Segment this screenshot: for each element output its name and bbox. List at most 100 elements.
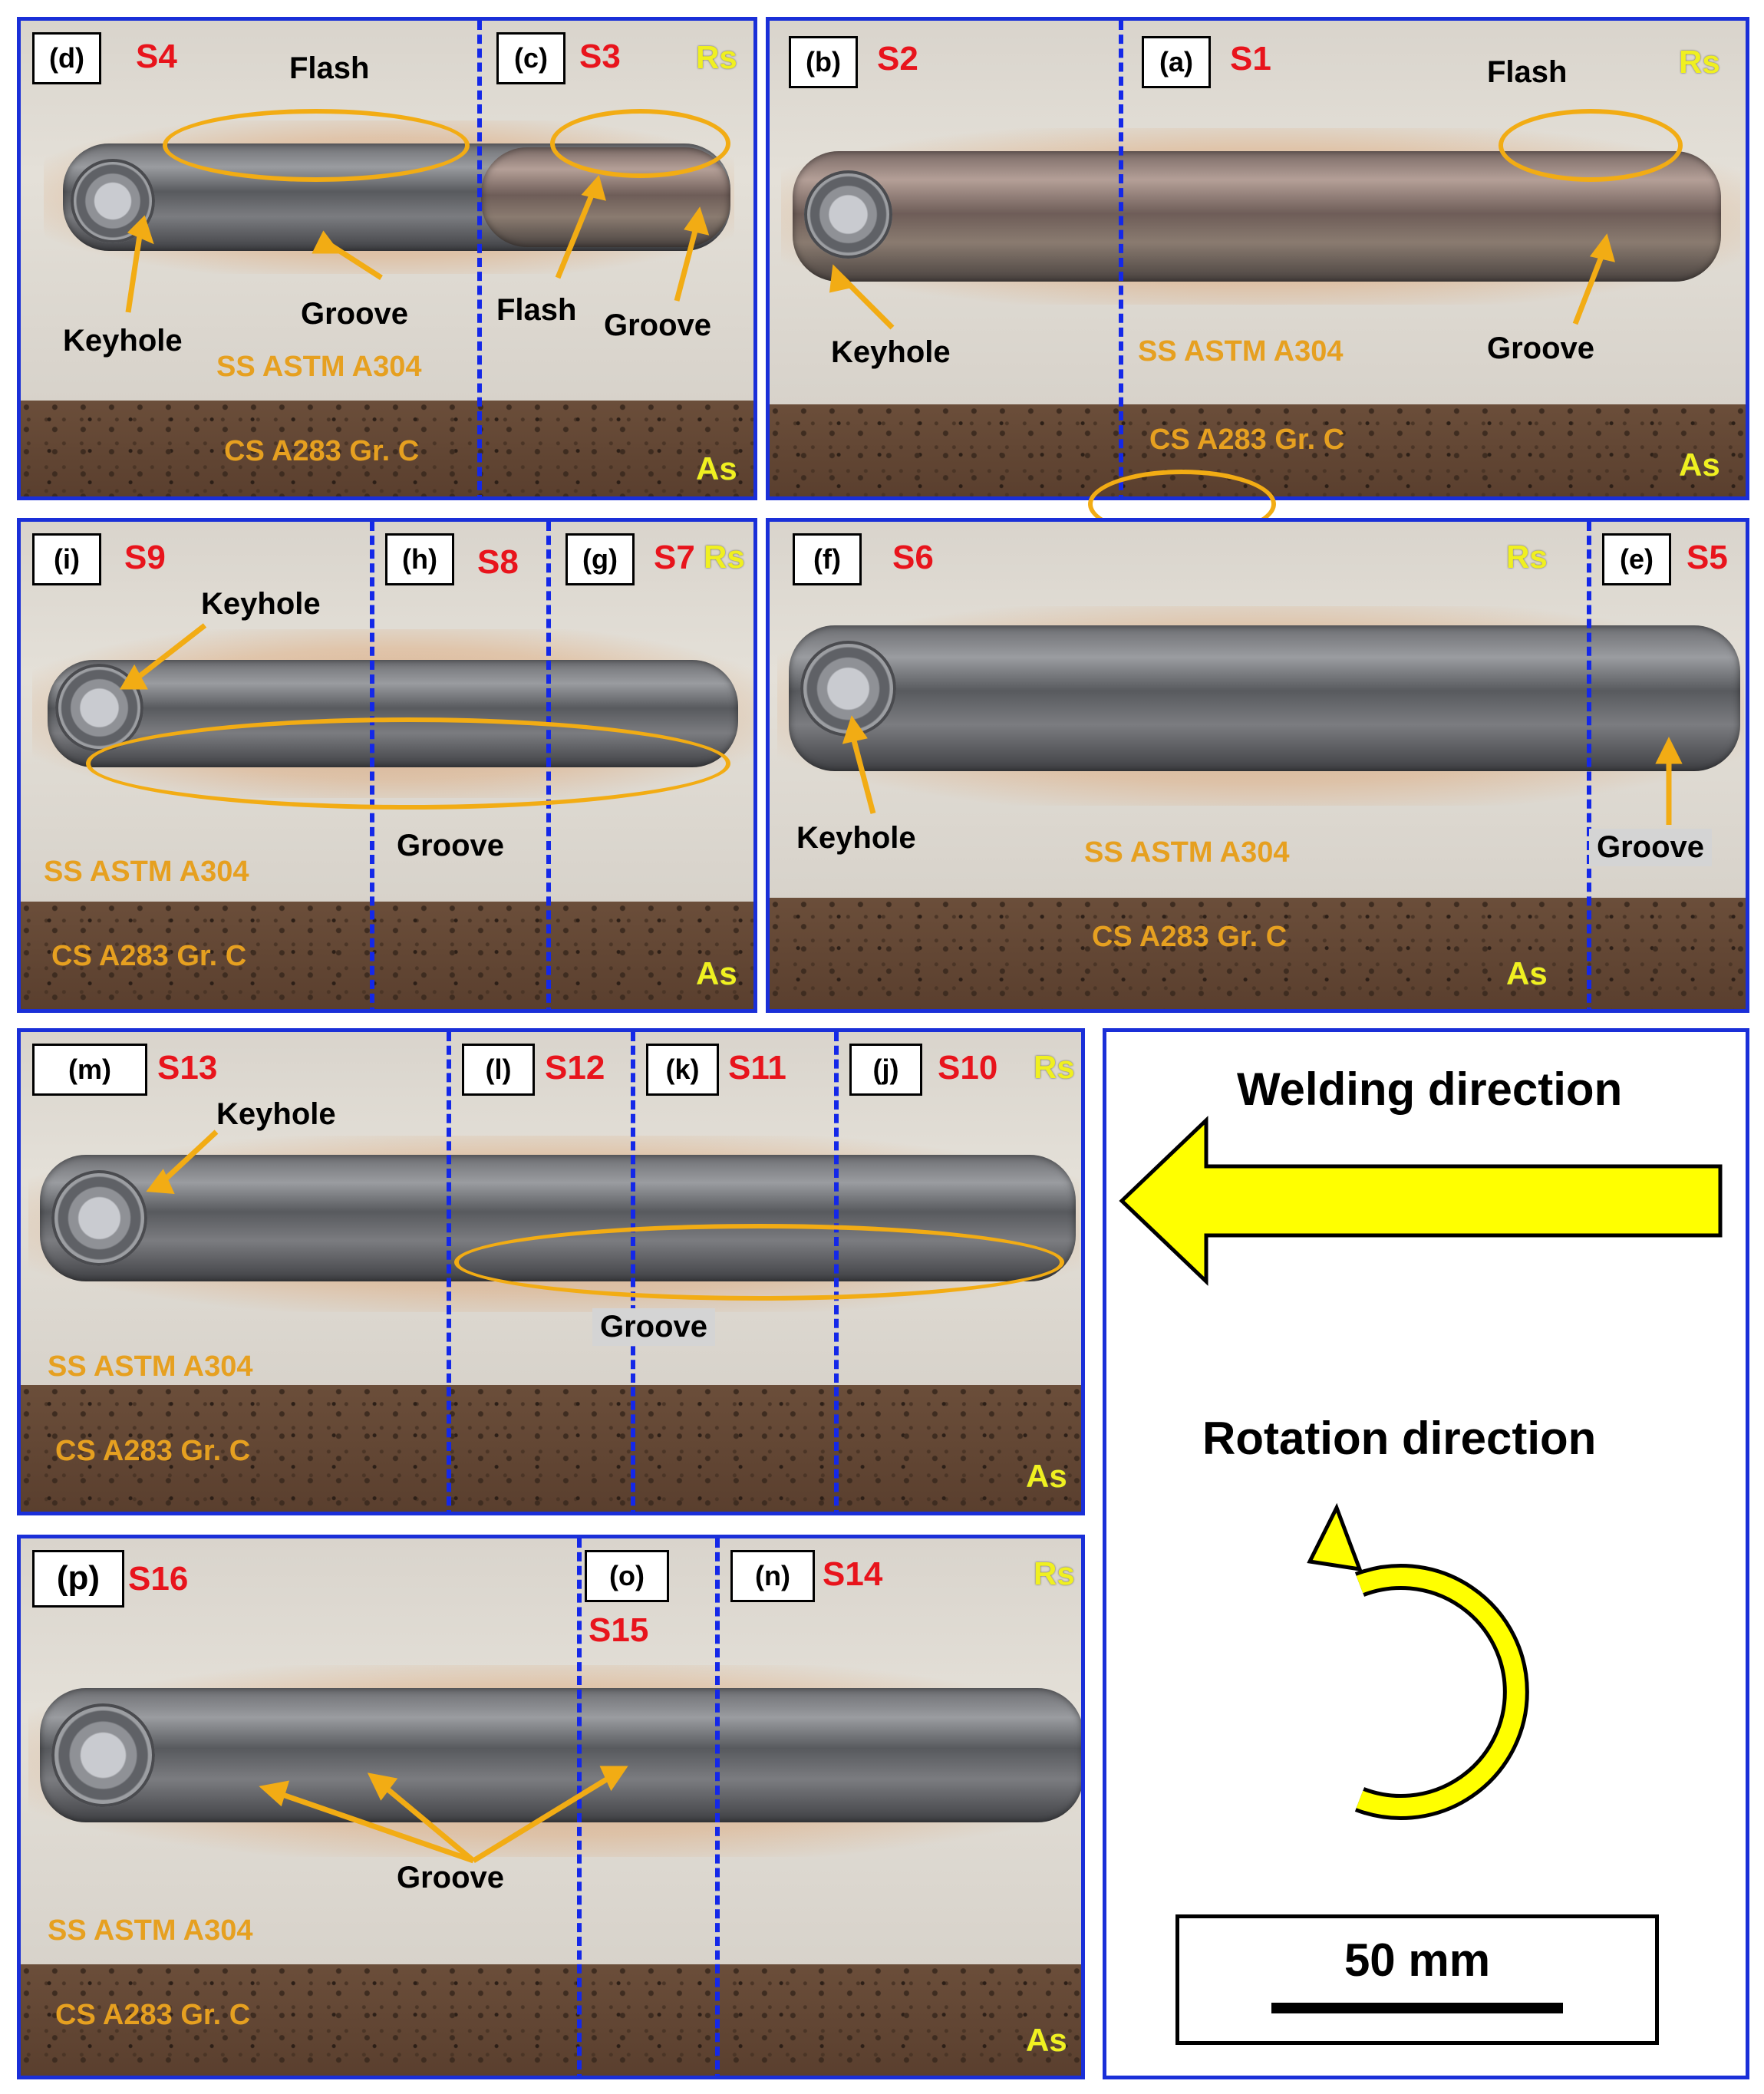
flash-highlight <box>550 109 730 178</box>
specimen-s4: S4 <box>136 38 177 75</box>
panel-s4-s3: (d) S4 (c) S3 Rs As Flash Keyhole Groove… <box>17 17 757 500</box>
specimen-s9: S9 <box>124 539 166 576</box>
weld-bead <box>40 1688 1081 1822</box>
segment-divider <box>1587 522 1591 1009</box>
panel-label-h: (h) <box>385 533 454 585</box>
advancing-side-label: As <box>1026 2022 1067 2058</box>
specimen-s14: S14 <box>823 1555 883 1593</box>
stainless-material-label: SS ASTM A304 <box>1138 335 1344 368</box>
retreating-side-label: Rs <box>1679 44 1720 80</box>
panel-s13-s10: (m) S13 (l) S12 (k) S11 (j) S10 Rs As Ke… <box>17 1028 1085 1515</box>
groove-annotation: Groove <box>397 829 505 862</box>
welding-direction-label: Welding direction <box>1237 1063 1623 1115</box>
panel-s2-s1: (b) S2 (a) S1 Rs As Flash Keyhole Groove… <box>766 17 1749 500</box>
scale-bar-label: 50 mm <box>1344 1934 1491 1986</box>
specimen-s15: S15 <box>589 1611 649 1649</box>
scale-bar-line <box>1271 2003 1563 2013</box>
advancing-side-label: As <box>1506 955 1548 991</box>
carbon-material-label: CS A283 Gr. C <box>55 1999 251 2031</box>
panel-label-e: (e) <box>1602 533 1671 585</box>
specimen-s11: S11 <box>728 1049 786 1087</box>
annotation-arrows <box>829 233 1615 330</box>
advancing-side-label: As <box>1026 1458 1067 1494</box>
keyhole-icon <box>51 1170 147 1266</box>
carbon-steel-plate <box>21 902 753 1009</box>
panel-label-n: (n) <box>730 1550 815 1602</box>
carbon-steel-plate <box>21 401 753 496</box>
specimen-s8: S8 <box>477 543 519 581</box>
panel-label-o: (o) <box>585 1550 669 1602</box>
retreating-side-label: Rs <box>1506 539 1548 575</box>
specimen-s16: S16 <box>128 1560 189 1598</box>
keyhole-icon <box>804 170 892 259</box>
groove-annotation: Groove <box>1487 331 1595 365</box>
carbon-steel-plate <box>770 898 1746 1009</box>
carbon-material-label: CS A283 Gr. C <box>51 940 247 972</box>
specimen-s6: S6 <box>892 539 934 576</box>
specimen-s2: S2 <box>877 40 918 77</box>
specimen-s12: S12 <box>545 1049 605 1087</box>
flash-highlight <box>163 109 470 182</box>
retreating-side-label: Rs <box>1034 1049 1075 1085</box>
groove-annotation: Groove <box>1589 829 1713 866</box>
weld-bead <box>789 625 1740 771</box>
carbon-material-label: CS A283 Gr. C <box>1092 921 1288 953</box>
carbon-material-label: CS A283 Gr. C <box>55 1435 251 1467</box>
panel-label-l: (l) <box>462 1044 535 1096</box>
groove-annotation: Groove <box>397 1861 505 1894</box>
panel-label-m: (m) <box>32 1044 147 1096</box>
flash-annotation: Flash <box>1487 55 1568 89</box>
groove-annotation: Groove <box>301 297 409 331</box>
flash-highlight <box>1499 109 1683 182</box>
flash-annotation: Flash <box>496 293 577 327</box>
panel-s6-s5: (f) S6 (e) S5 Rs As Keyhole Groove SS AS… <box>766 518 1749 1013</box>
stainless-material-label: SS ASTM A304 <box>44 856 249 888</box>
advancing-side-label: As <box>1679 447 1720 483</box>
stainless-material-label: SS ASTM A304 <box>216 351 422 383</box>
keyhole-annotation: Keyhole <box>216 1097 336 1131</box>
carbon-material-label: CS A283 Gr. C <box>1149 424 1345 456</box>
groove-highlight <box>86 717 730 810</box>
specimen-s5: S5 <box>1687 539 1728 576</box>
retreating-side-label: Rs <box>704 539 745 575</box>
panel-label-b: (b) <box>789 36 858 88</box>
panel-label-j: (j) <box>849 1044 922 1096</box>
stainless-material-label: SS ASTM A304 <box>48 1914 253 1947</box>
legend-panel: Welding direction Rotation direction 50 … <box>1103 1028 1749 2079</box>
carbon-steel-plate <box>21 1964 1081 2076</box>
carbon-material-label: CS A283 Gr. C <box>224 435 420 467</box>
stainless-material-label: SS ASTM A304 <box>48 1350 253 1383</box>
specimen-s7: S7 <box>654 539 695 576</box>
annotation-arrows <box>146 1129 219 1194</box>
carbon-steel-plate <box>21 1385 1081 1512</box>
advancing-side-label: As <box>696 450 737 486</box>
panel-label-f: (f) <box>793 533 862 585</box>
flash-annotation: Flash <box>289 51 370 85</box>
segment-divider <box>715 1538 720 2076</box>
panel-label-a: (a) <box>1142 36 1211 88</box>
advancing-side-label: As <box>696 955 737 991</box>
specimen-s3: S3 <box>579 38 621 75</box>
keyhole-annotation: Keyhole <box>63 324 183 358</box>
annotation-arrows <box>119 623 207 690</box>
panel-s9-s8-s7: (i) S9 (h) S8 (g) S7 Rs As Keyhole Groov… <box>17 518 757 1013</box>
scale-bar-box: 50 mm <box>1175 1914 1659 2045</box>
specimen-s10: S10 <box>938 1049 998 1087</box>
carbon-steel-plate <box>770 404 1746 496</box>
panel-label-k: (k) <box>646 1044 719 1096</box>
annotation-arrows <box>842 715 1683 825</box>
panel-s16-s14: (p) S16 (o) S15 (n) S14 Rs As Groove SS … <box>17 1535 1085 2079</box>
welding-direction-arrow-icon <box>1119 1116 1723 1286</box>
keyhole-annotation: Keyhole <box>831 335 951 369</box>
annotation-arrows <box>125 174 710 313</box>
annotation-arrows <box>259 1766 628 1864</box>
panel-label-g: (g) <box>565 533 635 585</box>
panel-label-d: (d) <box>32 32 101 84</box>
rotation-direction-arrow-icon <box>1307 1502 1529 1820</box>
specimen-s1: S1 <box>1230 40 1271 77</box>
segment-divider <box>447 1032 451 1512</box>
stainless-material-label: SS ASTM A304 <box>1084 836 1290 869</box>
groove-annotation: Groove <box>592 1308 716 1346</box>
segment-divider <box>477 21 482 496</box>
panel-label-c: (c) <box>496 32 565 84</box>
